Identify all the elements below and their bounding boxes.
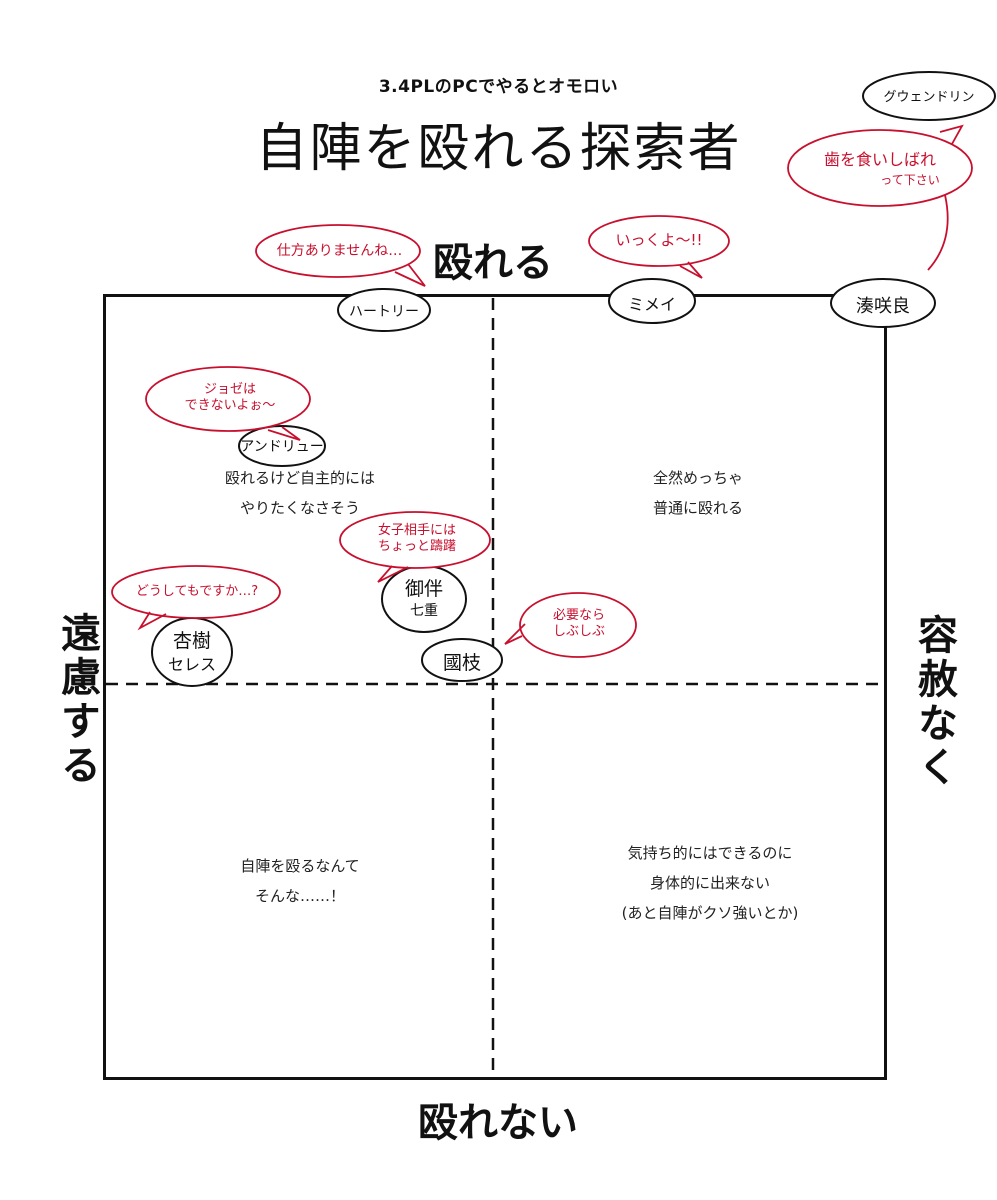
comment-kunieda: 必要なら しぶしぶ [525,608,633,640]
comment-mimei: いっくよ〜!! [615,231,703,249]
node-mitomo-line-1: 御伴 [404,578,443,600]
quadrant-bottom-left-line-1: 自陣を殴るなんて [240,857,360,875]
axis-label-top: 殴れる [433,240,553,286]
bubble-mimei-outline [588,215,730,267]
quadrant-top-left-text: 殴れるけど自主的には やりたくなさそう [190,463,410,523]
quadrant-bottom-right-text: 気持ち的にはできるのに 身体的に出来ない (あと自陣がクソ強いとか) [560,838,860,928]
comment-andrew-line-2: できないよぉ〜 [184,398,276,413]
quadrant-bottom-right-line-1: 気持ち的にはできるのに [627,844,793,862]
bubble-gwendolyn-tail [927,194,949,271]
comment-gwendolyn-line-2: って下さい [880,173,940,187]
bubble-mitomo-tail [377,565,409,583]
quadrant-top-right-text: 全然めっちゃ 普通に殴れる [598,463,798,523]
bubble-andrew-outline [145,366,311,432]
node-andrew-outline [238,425,326,467]
node-kunieda: 國枝 [442,652,481,674]
comment-mitomo-line-2: ちょっと躊躇 [377,539,456,554]
quadrant-top-right-line-2: 普通に殴れる [652,499,743,517]
node-gwendolyn: グウェンドリン [883,90,975,105]
node-kunieda-outline [421,638,503,682]
quadrant-bottom-right-line-3: (あと自陣がクソ強いとか) [621,904,799,922]
node-mimei-outline [608,278,696,324]
comment-kunieda-line-1: 必要なら [552,608,605,623]
comment-mitomo: 女子相手には ちょっと躊躇 [345,523,489,555]
quadrant-bottom-left-text: 自陣を殴るなんて そんな……！ [190,851,410,911]
subtitle: 3.4PLのPCでやるとオモロい [378,77,619,97]
quadrant-board [103,294,887,1080]
node-kogi-line-2: セレス [167,655,216,674]
node-hartley: ハートリー [349,304,419,320]
node-minato-outline [830,278,936,328]
quadrant-top-left-line-1: 殴れるけど自主的には [224,469,375,487]
quadrant-top-right-line-1: 全然めっちゃ [652,469,743,487]
bubble-andrew-tail [267,426,301,441]
bubble-mimei-tail [679,261,703,279]
comment-andrew: ジョゼは できないよぉ〜 [150,382,310,414]
node-mitomo-line-2: 七重 [410,603,438,619]
bubble-kogi-tail [137,611,167,631]
quadrant-bottom-left-line-2: そんな……！ [254,887,345,905]
comment-gwendolyn-line-1: 歯を食いしばれ [823,150,936,169]
node-kogi-line-1: 杏樹 [172,630,211,652]
bubble-kunieda-tail [504,623,526,645]
comment-gwendolyn: 歯を食いしばれ って下さい [795,150,965,190]
axis-label-bottom: 殴れない [418,1100,578,1146]
bubble-gwendolyn-outline [787,129,973,207]
comment-mitomo-line-1: 女子相手には [377,523,456,538]
node-minato: 湊咲良 [856,296,910,317]
comment-kogi: どうしてもですか…? [135,584,259,599]
bubble-hartley-outline [255,224,421,278]
bubble-kogi-outline [111,565,281,619]
bubble-mitomo-outline [339,511,491,569]
page-title: 自陣を殴れる探索者 [255,119,742,179]
node-andrew: アンドリュー [240,439,324,455]
comment-andrew-line-1: ジョゼは [203,382,256,397]
bubble-hartley-tail [394,263,426,287]
axis-label-right: 容赦なく [911,614,957,790]
node-hartley-outline [337,288,431,332]
axis-label-left: 遠慮する [54,612,100,788]
quadrant-bottom-right-line-2: 身体的に出来ない [649,874,770,892]
node-kogi: 杏樹 セレス [152,630,232,676]
bubble-gwendolyn-tail-top [939,124,964,145]
node-mimei: ミメイ [627,295,676,314]
bubble-kunieda-outline [519,592,637,658]
comment-hartley: 仕方ありませんね… [276,243,403,259]
node-mitomo: 御伴 七重 [384,578,464,622]
comment-kunieda-line-2: しぶしぶ [552,624,605,639]
quadrant-top-left-line-2: やりたくなさそう [239,499,360,517]
node-gwendolyn-outline [862,71,996,121]
